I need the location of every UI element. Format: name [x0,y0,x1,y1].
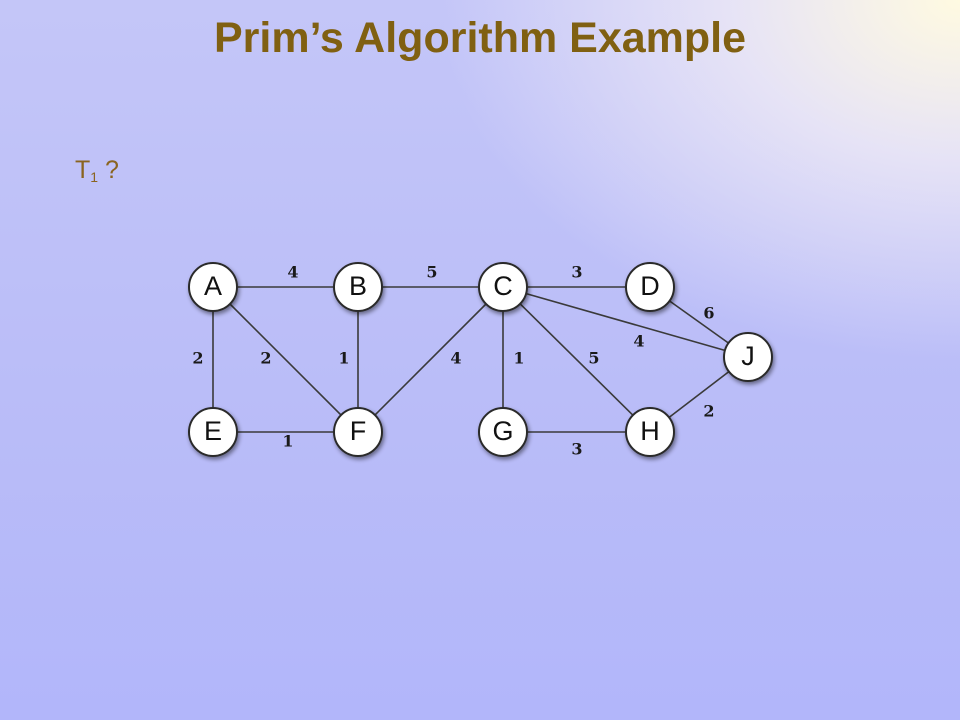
node-circle [478,262,528,312]
node-label: E [204,416,222,446]
slide-title: Prim’s Algorithm Example [213,14,747,62]
edge-c-j [502,286,749,358]
node-label: F [350,416,367,446]
edge-weight-j-h: 2 [703,402,714,421]
node-label: C [493,271,513,301]
tree-label: T1 ? [75,156,119,185]
node-d: D [625,262,675,312]
tree-label-subscript: 1 [90,169,99,185]
node-circle [333,262,383,312]
node-circle [188,407,238,457]
edge-a-f [212,286,359,433]
node-h: H [625,407,675,457]
node-label: J [741,341,755,371]
node-j: J [723,332,773,382]
edge-weight-a-e: 2 [192,349,203,368]
node-a: A [188,262,238,312]
node-b: B [333,262,383,312]
node-label: A [204,271,222,301]
edge-c-f [357,286,504,433]
edge-weight-c-h: 5 [588,349,599,368]
edge-weight-b-c: 5 [426,263,437,282]
tree-label-question: ? [105,156,119,184]
node-circle [723,332,773,382]
node-circle [625,262,675,312]
node-label: B [349,271,367,301]
edge-weight-c-g: 1 [513,349,524,368]
nodes-layer: A B C D E F G H J [188,262,773,457]
node-e: E [188,407,238,457]
edge-weight-c-j: 4 [633,332,644,351]
node-c: C [478,262,528,312]
edge-weight-c-f: 4 [450,349,461,368]
node-label: G [492,416,513,446]
edge-c-h [502,286,651,433]
node-circle [625,407,675,457]
edge-weight-g-h: 3 [571,440,582,459]
node-label: D [640,271,660,301]
edge-weight-a-f: 2 [260,349,271,368]
node-g: G [478,407,528,457]
node-f: F [333,407,383,457]
weights-layer: 4 5 3 6 4 2 2 1 4 1 5 2 1 3 [192,263,714,459]
node-circle [188,262,238,312]
edge-weight-b-f: 1 [338,349,349,368]
edge-weight-a-b: 4 [287,263,298,282]
node-circle [333,407,383,457]
node-label: H [640,416,660,446]
edge-weight-c-d: 3 [571,263,582,282]
edge-weight-e-f: 1 [282,432,293,451]
node-circle [478,407,528,457]
edges-layer [212,286,749,433]
tree-label-letter: T [75,156,91,184]
edge-weight-d-j: 6 [703,304,714,323]
